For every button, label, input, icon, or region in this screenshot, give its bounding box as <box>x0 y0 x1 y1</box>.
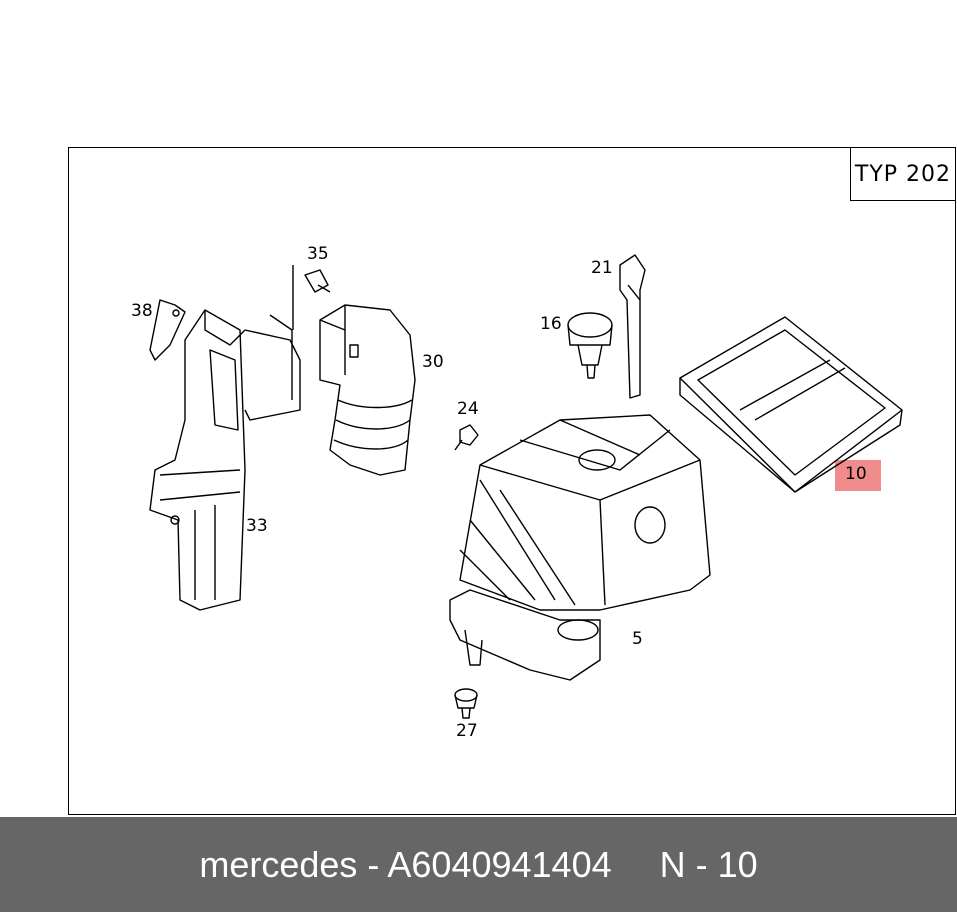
callout-33: 33 <box>246 516 268 536</box>
part-highlight[interactable] <box>835 460 881 491</box>
callout-27: 27 <box>456 721 478 741</box>
footer-bar: mercedes - A6040941404 N - 10 <box>0 817 957 912</box>
part-35-clip[interactable] <box>292 265 331 330</box>
part-24-clip[interactable] <box>454 424 479 451</box>
part-33-air-duct[interactable] <box>149 309 301 611</box>
part-10-filter-element[interactable] <box>679 316 903 493</box>
callout-16: 16 <box>540 314 562 334</box>
diagram-frame: TYP 202 <box>68 147 956 815</box>
callout-38: 38 <box>131 301 153 321</box>
callout-30: 30 <box>422 352 444 372</box>
part-27-grommet[interactable] <box>454 688 478 719</box>
part-16-valve[interactable] <box>567 312 613 379</box>
callout-35: 35 <box>307 244 329 264</box>
footer-position: N - 10 <box>659 843 758 885</box>
type-label: TYP 202 <box>850 147 956 201</box>
part-5-filter-housing[interactable] <box>449 414 711 681</box>
footer-part-number: mercedes - A6040941404 <box>199 843 612 885</box>
part-38-bracket[interactable] <box>149 299 186 361</box>
callout-5: 5 <box>632 629 643 649</box>
callout-21: 21 <box>591 258 613 278</box>
callout-24: 24 <box>457 399 479 419</box>
part-30-hose[interactable] <box>319 304 416 476</box>
part-21-strap[interactable] <box>619 254 646 399</box>
callout-10: 10 <box>845 464 867 484</box>
